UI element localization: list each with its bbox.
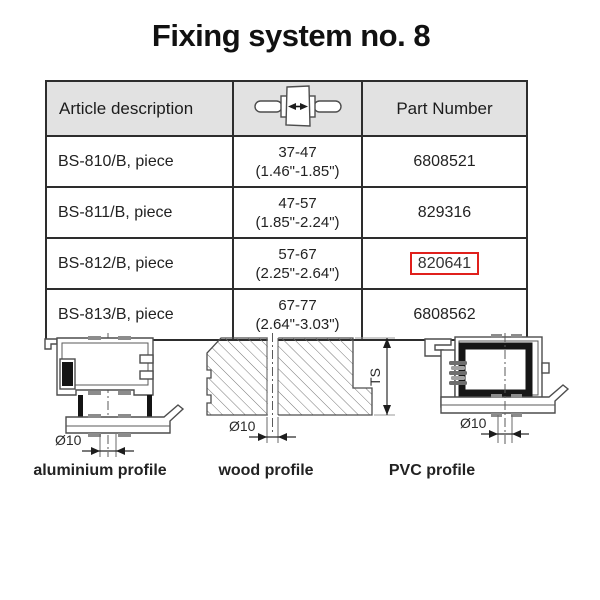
article-cell: BS-810/B, piece bbox=[45, 135, 234, 188]
part-cell: 820641 bbox=[361, 237, 528, 290]
table-row: BS-811/B, piece 47-57 (1.85"-2.24") 8293… bbox=[45, 186, 528, 239]
range-cell: 37-47 (1.46"-1.85") bbox=[232, 135, 363, 188]
pvc-profile-label: PVC profile bbox=[388, 462, 476, 479]
range-cell: 67-77 (2.64"-3.03") bbox=[232, 288, 363, 341]
header-part-number: Part Number bbox=[361, 80, 528, 137]
range-cell: 47-57 (1.85"-2.24") bbox=[232, 186, 363, 239]
wood-profile-label: wood profile bbox=[218, 462, 314, 479]
wood-profile-drawing: TS Ø10 bbox=[206, 333, 395, 443]
pvc-profile-drawing: Ø10 bbox=[424, 333, 570, 447]
parts-table: Article description Part Number BS-810/B… bbox=[45, 80, 528, 341]
table-row: BS-812/B, piece 57-67 (2.25"-2.64") 8206… bbox=[45, 237, 528, 290]
hole-dimension-label: Ø10 bbox=[55, 432, 82, 448]
article-cell: BS-812/B, piece bbox=[45, 237, 234, 290]
article-cell: BS-811/B, piece bbox=[45, 186, 234, 239]
table-header-row: Article description Part Number bbox=[45, 80, 528, 137]
header-clamping-range bbox=[232, 80, 363, 137]
part-cell: 6808521 bbox=[361, 135, 528, 188]
page-title: Fixing system no. 8 bbox=[151, 18, 431, 53]
depth-dimension-label: TS bbox=[367, 368, 383, 386]
aluminium-profile-label: aluminium profile bbox=[33, 462, 167, 479]
aluminium-profile-drawing: Ø10 bbox=[44, 333, 185, 457]
table-row: BS-813/B, piece 67-77 (2.64"-3.03") 6808… bbox=[45, 288, 528, 341]
clamping-range-icon bbox=[253, 85, 342, 127]
table-row: BS-810/B, piece 37-47 (1.46"-1.85") 6808… bbox=[45, 135, 528, 188]
part-cell: 6808562 bbox=[361, 288, 528, 341]
part-cell: 829316 bbox=[361, 186, 528, 239]
highlight-box: 820641 bbox=[409, 252, 480, 275]
hole-dimension-label: Ø10 bbox=[229, 418, 256, 434]
header-article-description: Article description bbox=[45, 80, 234, 137]
range-cell: 57-67 (2.25"-2.64") bbox=[232, 237, 363, 290]
hole-dimension-label: Ø10 bbox=[460, 415, 487, 431]
